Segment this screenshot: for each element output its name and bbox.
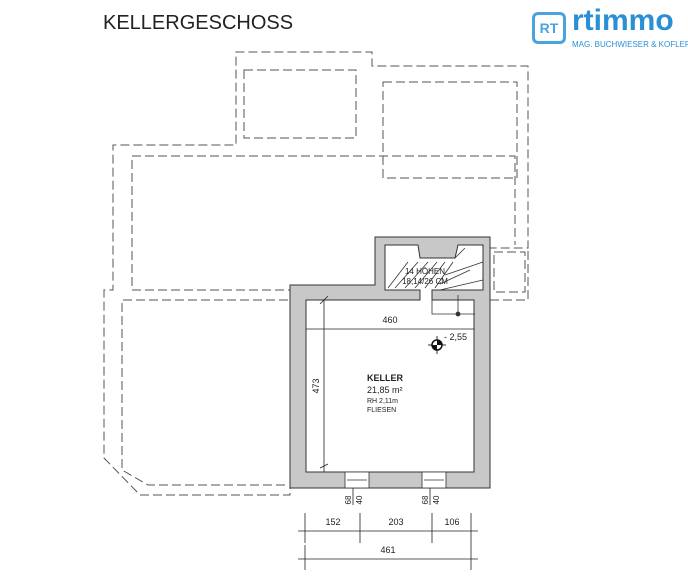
outer-outline bbox=[103, 51, 529, 496]
logo-subtitle: MAG. BUCHWIESER & KOFLER bbox=[572, 40, 688, 49]
room-height: RH 2,11m bbox=[367, 398, 398, 405]
window1-dim-a: 68 bbox=[344, 495, 353, 504]
dim-total: 461 bbox=[380, 545, 395, 555]
room-name: KELLER bbox=[367, 373, 404, 383]
company-logo: RT rtimmo MAG. BUCHWIESER & KOFLER bbox=[530, 4, 688, 50]
dim-seg2: 203 bbox=[388, 517, 403, 527]
room-floor: FLIESEN bbox=[367, 407, 396, 414]
room-area: 21,85 m² bbox=[367, 385, 403, 395]
dim-height-inner: 473 bbox=[311, 378, 321, 393]
logo-brand: rtimmo bbox=[572, 4, 674, 37]
outline-room-bottom-left bbox=[121, 299, 288, 486]
logo-mark: RT bbox=[532, 12, 566, 44]
staircase bbox=[387, 247, 484, 317]
window1-dim-b: 40 bbox=[355, 495, 364, 504]
outline-room-mid bbox=[131, 155, 516, 291]
outline-room-top bbox=[243, 69, 357, 139]
window2-dim-b: 40 bbox=[432, 495, 441, 504]
level-label: - 2,55 bbox=[444, 332, 467, 342]
window2-dim-a: 68 bbox=[421, 495, 430, 504]
outline-dashed bbox=[103, 51, 529, 496]
outline-room-right bbox=[382, 81, 518, 179]
dim-seg1: 152 bbox=[325, 517, 340, 527]
walls bbox=[289, 236, 491, 489]
dim-seg3: 106 bbox=[444, 517, 459, 527]
dim-width-inner: 460 bbox=[382, 315, 397, 325]
level-marker-icon bbox=[428, 336, 446, 354]
plan-title: KELLERGESCHOSS bbox=[103, 12, 294, 34]
dimension-lines bbox=[298, 295, 478, 570]
stairs-label-2: 18,14/26 CM bbox=[402, 277, 448, 286]
stairs-label-1: 14 HÖHEN bbox=[405, 267, 445, 276]
